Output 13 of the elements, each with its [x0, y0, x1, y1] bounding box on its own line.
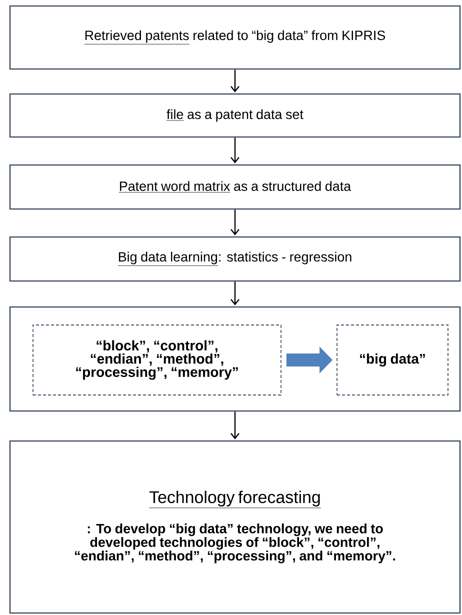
process-box: Retrieved patents related to “big data” from KIPRIS [9, 5, 461, 70]
keyword-box: “big data” [336, 324, 448, 396]
process-box: file as a patent data set [9, 93, 461, 138]
keyword-box: “block”, “control”, “endian”, “method”, “processing”, “memory” [32, 324, 282, 396]
arrow [230, 282, 240, 306]
arrow [230, 70, 240, 92]
result-box: Technology forecasting : To develop “big data” technology, we need to developed technologies of “block”, “control”, “endian”, “method”, “processing”, and “memory”. [9, 440, 461, 614]
arrow [230, 138, 240, 164]
group-box [9, 306, 461, 412]
arrow [230, 412, 240, 440]
arrow [230, 210, 240, 236]
process-box: Patent word matrix as a structured data [9, 164, 461, 210]
process-box: Big data learning: statistics - regression [9, 236, 461, 282]
